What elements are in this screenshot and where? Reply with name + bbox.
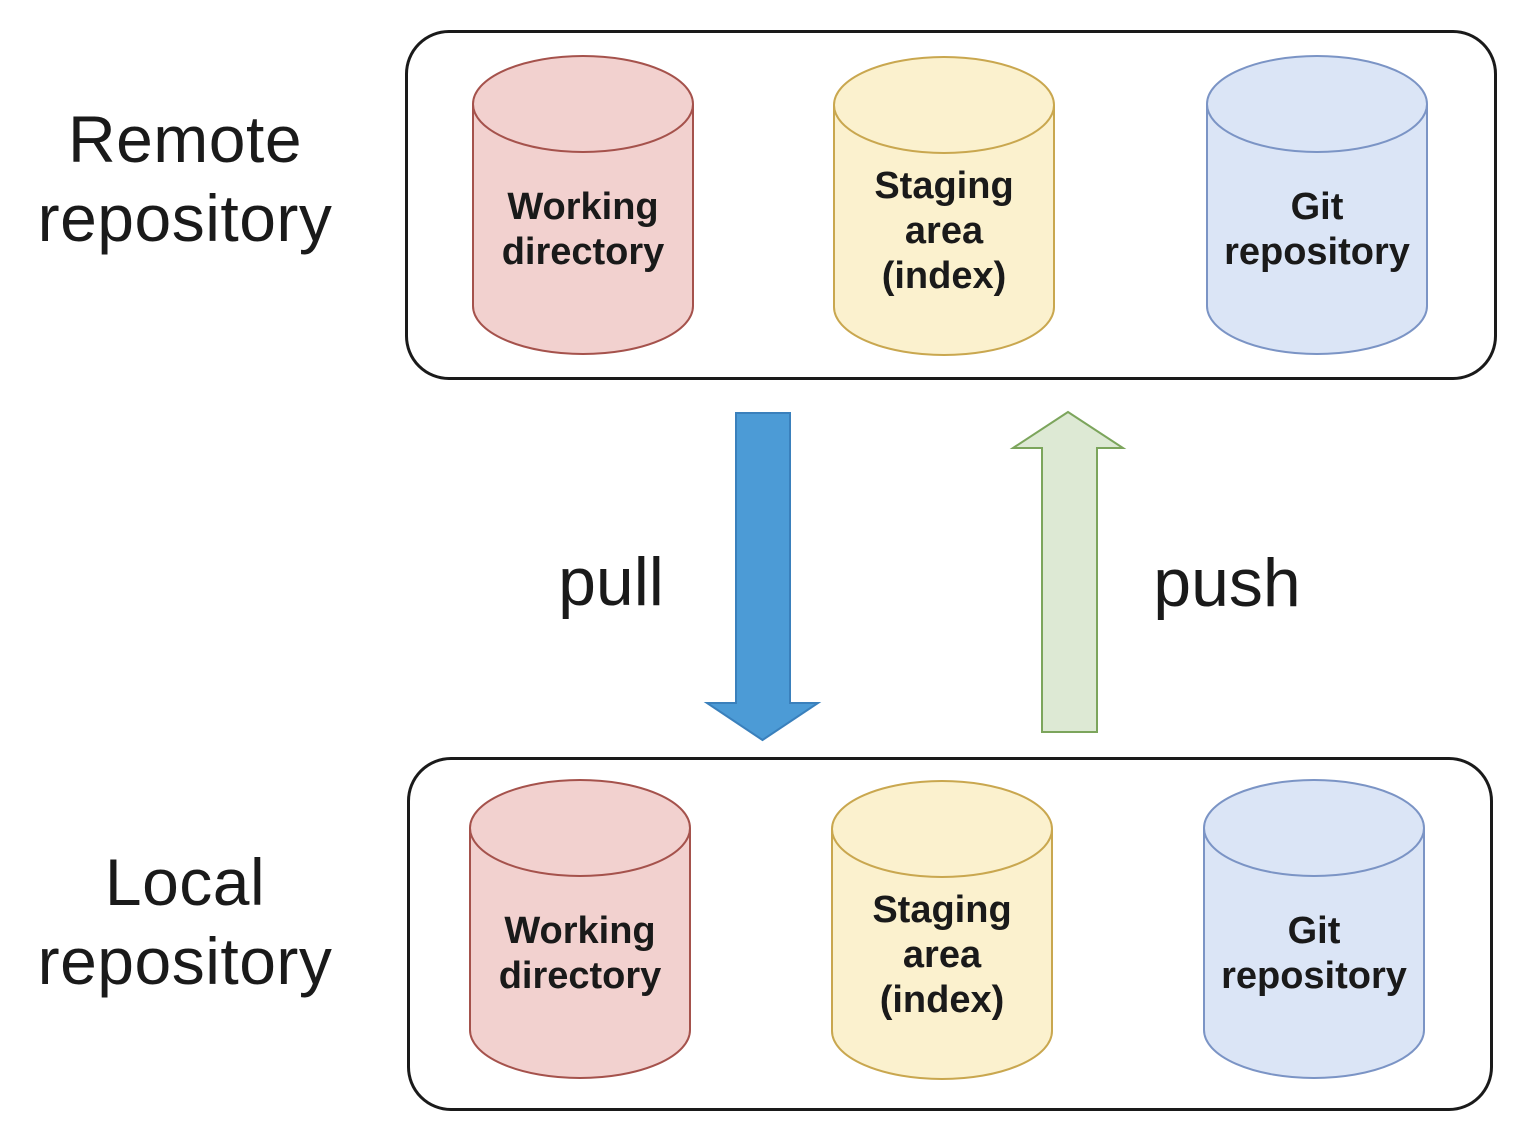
remote-staging-area-cylinder: Staging area (index): [833, 56, 1055, 356]
remote-repository-label: Remote repository: [5, 100, 365, 258]
database-cylinder-icon: [1206, 55, 1428, 355]
local-repository-label: Local repository: [5, 843, 365, 1001]
cylinder-label: Staging area (index): [831, 780, 1053, 1080]
remote-repository-label-line2: repository: [37, 181, 333, 255]
remote-working-directory-cylinder: Working directory: [472, 55, 694, 355]
pull-label: pull: [558, 544, 664, 620]
push-arrow-up-icon: [1009, 410, 1127, 733]
cylinder-label-line: Staging: [872, 888, 1012, 931]
remote-git-repository-cylinder: Git repository: [1206, 55, 1428, 355]
database-cylinder-icon: [833, 56, 1055, 356]
local-working-directory-cylinder: Working directory: [469, 779, 691, 1079]
cylinder-label-line: area: [904, 209, 984, 252]
cylinder-label-line: Staging: [874, 164, 1014, 207]
local-repository-label-line2: repository: [37, 924, 333, 998]
database-cylinder-icon: [831, 780, 1053, 1080]
cylinder-label: Git repository: [1206, 55, 1428, 355]
database-cylinder-icon: [469, 779, 691, 1079]
cylinder-label-line: directory: [498, 955, 662, 997]
cylinder-label: Staging area (index): [833, 56, 1055, 356]
cylinder-label: Git repository: [1203, 779, 1425, 1079]
cylinder-label-line: directory: [501, 231, 665, 273]
cylinder-label-line: area: [902, 933, 982, 976]
cylinder-label-line: Git: [1287, 910, 1341, 952]
cylinder-label-line: repository: [1224, 231, 1410, 273]
local-git-repository-cylinder: Git repository: [1203, 779, 1425, 1079]
pull-arrow-down-icon: [703, 412, 822, 742]
cylinder-label-line: Working: [504, 910, 656, 952]
database-cylinder-icon: [472, 55, 694, 355]
remote-repository-label-line1: Remote: [67, 102, 303, 176]
cylinder-label-line: repository: [1221, 955, 1407, 997]
local-staging-area-cylinder: Staging area (index): [831, 780, 1053, 1080]
cylinder-label: Working directory: [472, 55, 694, 355]
database-cylinder-icon: [1203, 779, 1425, 1079]
cylinder-label-line: (index): [881, 254, 1007, 297]
cylinder-label-line: Working: [507, 186, 659, 228]
local-repository-label-line1: Local: [104, 845, 266, 919]
cylinder-label: Working directory: [469, 779, 691, 1079]
cylinder-label-line: Git: [1290, 186, 1344, 228]
push-label: push: [1153, 545, 1301, 621]
cylinder-label-line: (index): [879, 978, 1005, 1021]
